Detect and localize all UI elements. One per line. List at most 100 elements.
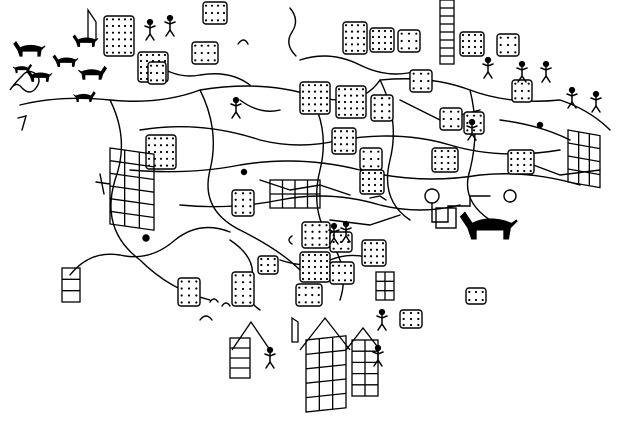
field-dot [313, 84, 317, 87]
field-dot [375, 255, 379, 258]
field-dot [343, 94, 347, 97]
path-line [299, 55, 421, 75]
field-dot [383, 35, 387, 39]
field-dot [325, 109, 329, 112]
path-line [69, 226, 231, 276]
field-dot [373, 183, 377, 187]
field-dot [234, 301, 237, 304]
field-dot [105, 51, 109, 54]
field-dot [311, 293, 314, 297]
field-dot [313, 277, 317, 281]
field-dot [514, 51, 517, 54]
field-dot [529, 157, 532, 161]
field-dot [249, 192, 252, 195]
field-dot [350, 30, 354, 33]
field-dot [351, 136, 355, 139]
field-dot [369, 261, 373, 264]
figure-legs [145, 32, 155, 41]
field-dot [388, 110, 391, 113]
field-dot [516, 163, 519, 167]
field-dot [381, 255, 385, 258]
field-dot [249, 198, 252, 201]
field-dot [343, 107, 347, 110]
field-dot [349, 113, 353, 116]
field-dot [207, 44, 210, 47]
animal-figure [13, 41, 46, 57]
house-shape [291, 316, 299, 343]
field-dot [159, 144, 163, 147]
field-dot [319, 277, 323, 281]
field-dot [453, 149, 456, 153]
field-dot [317, 286, 320, 289]
field-dot [307, 84, 311, 87]
dot-symbol [536, 121, 544, 129]
grid-structure [269, 179, 321, 209]
field-dot [111, 24, 115, 28]
field-dot [350, 49, 354, 52]
field-dot [210, 19, 214, 22]
arc-symbol [199, 315, 213, 321]
field-dot [407, 39, 411, 43]
field-dot [307, 90, 311, 93]
field-dot [195, 280, 198, 283]
field-dot [307, 271, 311, 275]
field-dot [361, 107, 365, 110]
field-dot [311, 286, 314, 289]
field-dot [415, 32, 418, 35]
figure-arms [164, 21, 176, 25]
field-dot [325, 84, 329, 87]
field-dot [473, 51, 477, 55]
spiral-symbol [9, 70, 40, 93]
field-dot [210, 4, 214, 7]
field-dot [304, 224, 307, 227]
dot-symbol [240, 168, 248, 176]
field-dot [204, 19, 208, 22]
field-dot [520, 97, 524, 100]
field-dot [123, 24, 127, 28]
grid-line [110, 172, 154, 181]
field-dot [301, 265, 305, 269]
path-line [129, 160, 581, 186]
figure-arms [328, 229, 340, 233]
field-dot [479, 45, 483, 49]
field-dot [434, 155, 437, 159]
field-dot [453, 161, 456, 165]
field-dot [105, 38, 109, 41]
field-dot [304, 293, 307, 297]
grid-structure [61, 267, 81, 303]
field-dot [375, 261, 379, 264]
field-dot [351, 130, 355, 133]
field-dot [383, 47, 387, 51]
tick-symbol [99, 173, 105, 195]
field-dot [260, 269, 263, 273]
field-dot [362, 36, 366, 40]
field-dot [161, 71, 165, 75]
hook-symbol [17, 115, 28, 131]
field-dot [415, 39, 418, 43]
figure-legs [483, 70, 493, 79]
field-dot [171, 157, 175, 160]
field-dot [165, 164, 169, 167]
field-dot [449, 125, 453, 128]
field-dot [194, 44, 197, 47]
field-dot [419, 87, 423, 90]
field-dot [319, 103, 323, 106]
field-dot [417, 317, 420, 321]
animal-body [73, 91, 96, 103]
field-dot [442, 125, 445, 128]
field-dot [400, 47, 403, 50]
field-dot [147, 137, 151, 140]
field-dot [129, 38, 133, 41]
field-dot [200, 51, 203, 55]
field-dot [313, 90, 317, 93]
field-dot [325, 277, 329, 281]
field-dot [273, 257, 276, 261]
field-dot [325, 237, 328, 240]
field-dot [117, 18, 121, 21]
field-dot [373, 177, 377, 181]
field-dot [111, 31, 115, 34]
field-dot [307, 259, 311, 263]
human-figure [144, 18, 156, 41]
field-dot [467, 39, 471, 43]
field-dot [345, 149, 349, 152]
